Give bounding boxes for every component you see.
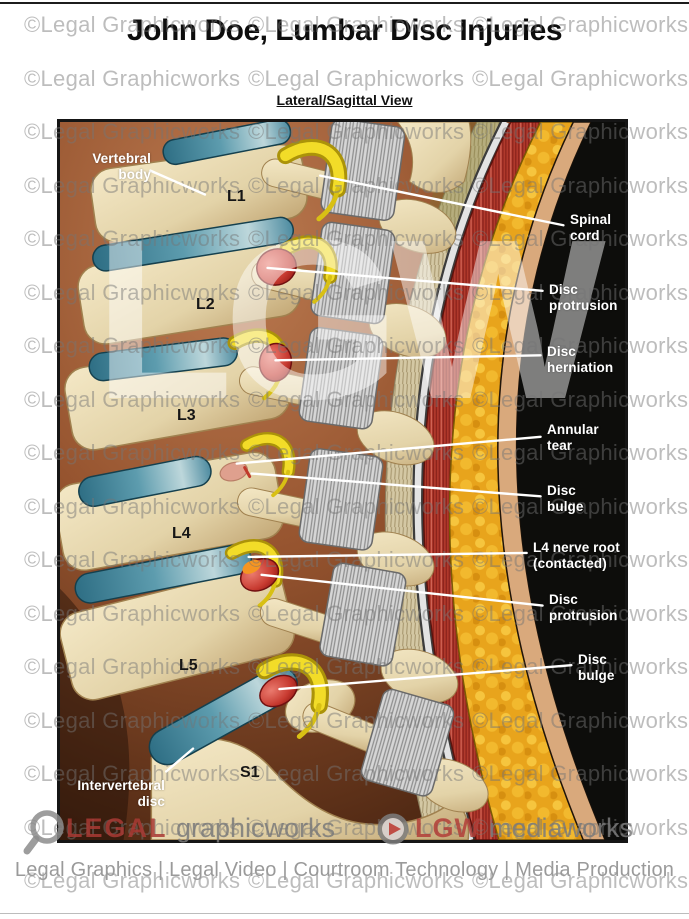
illustration-frame: LGW (57, 119, 628, 843)
watermark-text: ©Legal Graphicworks (248, 65, 465, 91)
brand-bar: LEGAL graphicworks LGW mediaworks (0, 803, 689, 855)
watermark-text: ©Legal Graphicworks (24, 65, 241, 91)
brand-legal-text: LEGAL (66, 813, 168, 843)
annular-tear-fissure (243, 466, 252, 479)
ligament-block-5 (319, 562, 407, 667)
spine-illustration (60, 122, 625, 840)
disc-l3-l4 (78, 455, 212, 507)
background-black (516, 122, 625, 840)
brand-mediaworks-text: mediaworks (489, 813, 634, 843)
page-title: John Doe, Lumbar Disc Injuries (126, 14, 563, 47)
brand-lgw-text: LGW (415, 813, 481, 843)
play-icon (377, 813, 409, 845)
view-subtitle: Lateral/Sagittal View (276, 92, 413, 108)
protrusion-l4-l5-core (242, 559, 261, 574)
ligament-block-6 (360, 688, 455, 797)
bottom-edge-line (0, 913, 689, 914)
brand-graphicworks-text: graphicworks (176, 813, 336, 843)
lgw-watermark-large: LGW (94, 193, 606, 447)
top-edge-line (0, 2, 689, 4)
watermark-text: ©Legal Graphicworks (472, 65, 689, 91)
annular-tear-l3-l4 (219, 461, 248, 482)
magnifier-icon (23, 810, 64, 855)
ligament-block-4 (298, 448, 384, 551)
ligament-block-3 (298, 326, 384, 430)
disc-l1-l2 (92, 216, 294, 272)
herniation-l2-l3 (258, 342, 293, 382)
disc-l2-l3 (88, 337, 239, 382)
disc-t12-l1 (162, 122, 292, 166)
services-tagline: Legal Graphics | Legal Video | Courtroom… (14, 859, 675, 881)
